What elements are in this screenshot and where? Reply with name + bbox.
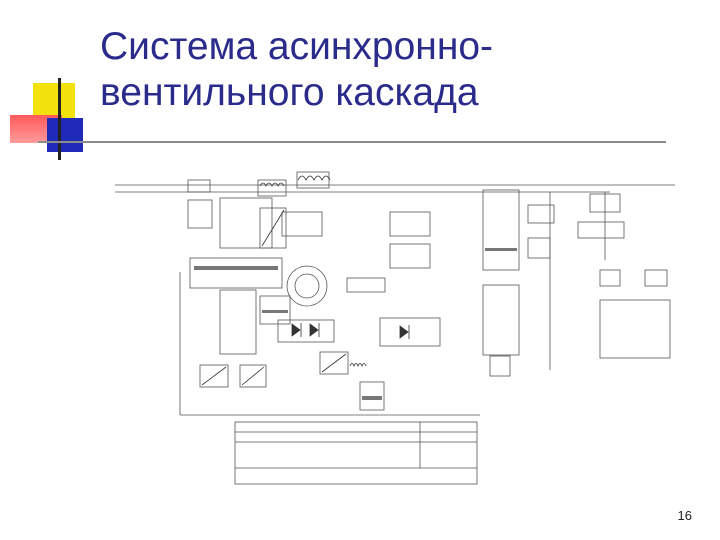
- terminal-table: [234, 421, 478, 485]
- terminal-strip: [262, 310, 288, 313]
- terminal-strip: [194, 266, 278, 270]
- block: [389, 243, 431, 269]
- ramp-symbol: [201, 366, 227, 386]
- ramp-symbol: [321, 353, 347, 373]
- block: [219, 197, 273, 249]
- decor-blue-square: [47, 118, 83, 152]
- slide-title-line-2: вентильного каскада: [100, 71, 479, 114]
- block: [199, 364, 229, 388]
- ramp-symbol: [241, 366, 265, 386]
- coil-symbol: [259, 182, 285, 187]
- motor-symbol-inner: [294, 273, 320, 299]
- block: [257, 179, 287, 197]
- diode-symbol: [291, 323, 301, 337]
- rectifier-block: [379, 317, 441, 347]
- block: [359, 381, 385, 411]
- terminal-strip: [485, 248, 517, 251]
- block: [319, 351, 349, 375]
- block: [219, 289, 257, 355]
- block: [482, 284, 520, 356]
- block: [187, 179, 211, 193]
- coil-symbol: [349, 363, 367, 368]
- motor-symbol: [286, 265, 328, 307]
- block: [239, 364, 267, 388]
- rectifier-block: [277, 319, 335, 343]
- ramp-symbol: [261, 209, 285, 247]
- block: [489, 355, 511, 377]
- diode-symbol: [399, 325, 409, 339]
- cascade-schematic-diagram: [115, 171, 675, 485]
- block: [346, 277, 386, 293]
- slide-title-line-1: Система асинхронно-: [100, 25, 494, 68]
- block: [259, 295, 291, 325]
- block: [187, 199, 213, 229]
- block: [599, 299, 671, 359]
- block: [644, 269, 668, 287]
- block: [527, 204, 555, 224]
- block: [589, 193, 621, 213]
- block: [527, 237, 551, 259]
- block: [389, 211, 431, 237]
- page-number: 16: [677, 508, 692, 523]
- block: [259, 207, 287, 249]
- title-underline: [38, 141, 666, 143]
- block: [296, 171, 330, 189]
- block: [189, 257, 283, 289]
- decor-vertical-line: [58, 78, 61, 160]
- block: [577, 221, 625, 239]
- block: [599, 269, 621, 287]
- slide-title: Система асинхронно- вентильного каскада: [100, 24, 700, 116]
- coil-symbol: [297, 175, 331, 181]
- diode-symbol: [309, 323, 319, 337]
- terminal-strip: [362, 396, 382, 400]
- block: [281, 211, 323, 237]
- block: [482, 189, 520, 271]
